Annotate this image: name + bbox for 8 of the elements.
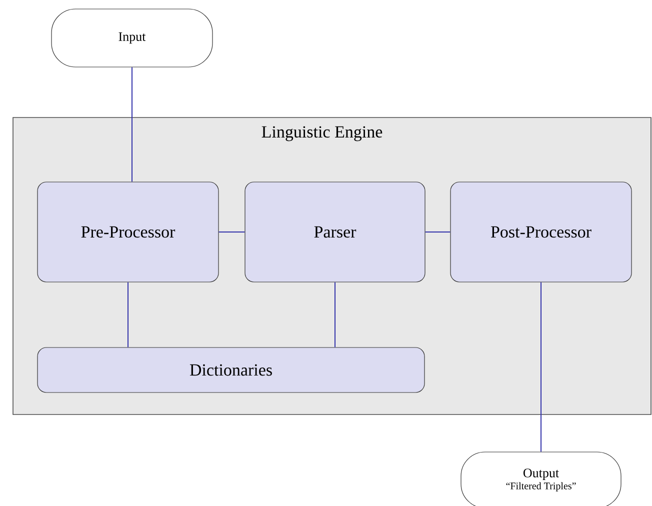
process-box: Pre-Processor bbox=[37, 182, 219, 282]
process-box: Post-Processor bbox=[450, 182, 632, 282]
terminal-box: Input bbox=[51, 8, 213, 68]
terminal-box: Output “Filtered Triples” bbox=[460, 452, 622, 506]
process-box: Dictionaries bbox=[37, 347, 425, 393]
connector-line bbox=[334, 282, 336, 348]
process-box: Parser bbox=[244, 182, 426, 282]
connector-line bbox=[540, 282, 542, 452]
